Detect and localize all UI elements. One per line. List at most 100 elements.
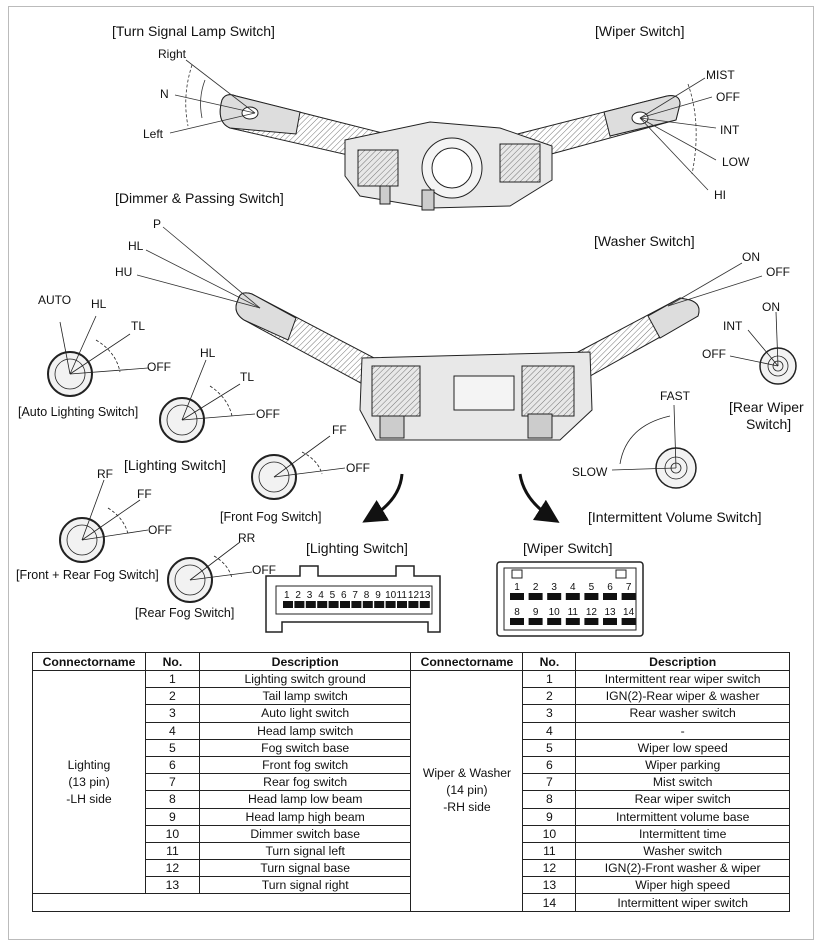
rfog-rr-label: RR <box>238 531 256 545</box>
wiper-pin <box>510 618 524 625</box>
pin-number: 3 <box>144 704 200 723</box>
wiper-pin <box>603 618 617 625</box>
wiper-pin-label: 13 <box>604 607 616 618</box>
pin-number: 5 <box>144 738 200 757</box>
pin-number: 2 <box>144 687 200 706</box>
lighting-pin-label: 8 <box>364 590 370 601</box>
lighting-pin <box>294 601 305 608</box>
pin-number: 10 <box>144 824 200 843</box>
lighting-pin <box>340 601 350 608</box>
wiper-connector-title: [Wiper Switch] <box>523 540 612 556</box>
pin-description: Intermittent wiper switch <box>575 893 790 912</box>
lighting-pin-label: 6 <box>341 590 347 601</box>
pin-number: 6 <box>144 755 200 775</box>
lighting-pin <box>362 601 373 608</box>
pin-description: - <box>575 721 790 740</box>
wiper-int-label: INT <box>720 123 740 137</box>
wiper-pin <box>584 593 599 600</box>
lighting-knob <box>159 359 256 443</box>
pin-description: Turn signal base <box>198 859 412 878</box>
auto-auto-label: AUTO <box>38 293 71 307</box>
auto-tl-label: TL <box>131 319 145 333</box>
auto-lighting-knob <box>47 315 149 397</box>
pin-description: Wiper parking <box>575 755 790 775</box>
connector-group-left: Lighting(13 pin)-LH side <box>32 669 146 895</box>
pin-number: 2 <box>522 687 577 706</box>
turn-right-label: Right <box>158 47 187 61</box>
int-fast-label: FAST <box>660 389 691 403</box>
group-line: (14 pin) <box>446 783 488 798</box>
wiper-pin-label: 9 <box>533 607 539 618</box>
diagram-frame <box>8 6 814 940</box>
washer-title: [Washer Switch] <box>594 233 695 249</box>
wiper-pin <box>528 593 543 600</box>
front-rear-fog-knob <box>59 479 149 563</box>
frfog-ff-label: FF <box>137 487 152 501</box>
lighting-pin-label: 3 <box>307 590 313 601</box>
pin-number: 5 <box>522 738 577 757</box>
pin-number: 14 <box>522 893 577 912</box>
pin-description: Wiper low speed <box>575 738 790 757</box>
pin-description: IGN(2)-Rear wiper & washer <box>575 687 790 706</box>
pin-number: 12 <box>522 859 577 878</box>
wiper-pin <box>510 593 524 600</box>
dimmer-hl-label: HL <box>128 239 144 253</box>
table-header-row: Connectorname No. Description Connectorn… <box>32 652 790 671</box>
lighting-pin <box>305 601 316 608</box>
pin-number: 13 <box>144 876 200 895</box>
light-tl-label: TL <box>240 370 254 384</box>
pin-number: 12 <box>144 859 200 878</box>
lighting-pin <box>385 601 396 608</box>
rfog-off-label: OFF <box>252 563 276 577</box>
wiper-pin-label: 10 <box>549 607 561 618</box>
pin-number: 1 <box>522 669 577 689</box>
pin-description: Auto light switch <box>198 704 412 723</box>
pin-number: 9 <box>522 807 577 826</box>
pin-number: 10 <box>522 824 577 843</box>
wiper-pin-label: 11 <box>568 607 579 618</box>
pin-description: IGN(2)-Front washer & wiper <box>575 859 790 878</box>
dimmer-fan <box>136 226 261 309</box>
header-no-left: No. <box>144 652 200 671</box>
wiper-pin-label: 7 <box>626 582 632 593</box>
dimmer-p-label: P <box>153 217 161 231</box>
wiper-pin-label: 8 <box>514 607 520 618</box>
intermittent-volume-title: [Intermittent Volume Switch] <box>588 509 762 525</box>
turn-signal-fan <box>169 59 256 134</box>
auto-off-label: OFF <box>147 360 171 374</box>
pin-description: Turn signal left <box>198 841 412 861</box>
pin-description: Head lamp high beam <box>198 807 412 826</box>
wiper-mist-label: MIST <box>706 68 735 82</box>
pin-description: Rear fog switch <box>198 773 412 792</box>
lighting-pin-label: 5 <box>330 590 336 601</box>
pin-number: 11 <box>144 841 200 861</box>
lighting-pin-label: 4 <box>318 590 324 601</box>
rear-off-label: OFF <box>702 347 726 361</box>
group-line: -RH side <box>443 800 491 815</box>
wiper-pin-label: 14 <box>623 607 635 618</box>
pin-number: 3 <box>522 704 577 723</box>
group-line: (13 pin) <box>68 774 110 789</box>
wiper-pin <box>584 618 599 625</box>
pin-description: Tail lamp switch <box>198 687 412 706</box>
wiper-pin-label: 6 <box>607 582 613 593</box>
connector-pin-table: Connectorname No. Description Connectorn… <box>31 652 790 912</box>
intermittent-volume-knob <box>611 404 697 489</box>
lighting-pin <box>328 601 339 608</box>
lighting-pin <box>283 601 293 608</box>
wiper-hi-label: HI <box>714 188 726 202</box>
pin-description: Fog switch base <box>198 738 412 757</box>
header-description-right: Description <box>575 652 790 671</box>
washer-on-label: ON <box>742 250 760 264</box>
